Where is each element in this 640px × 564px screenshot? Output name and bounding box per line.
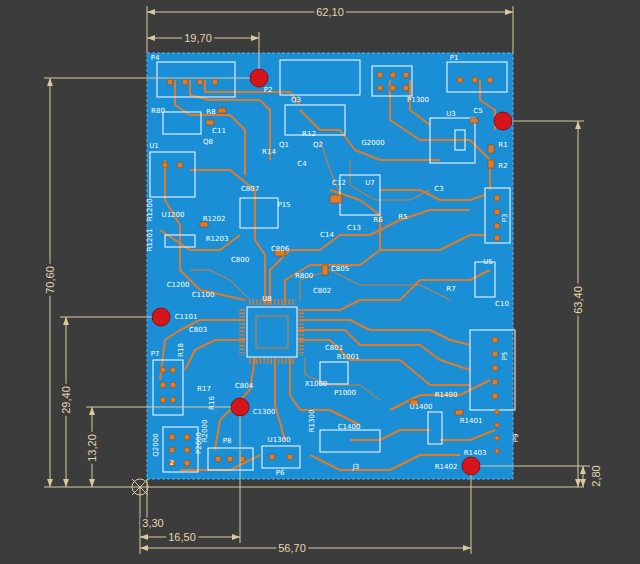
- component-designator: C807: [241, 186, 259, 193]
- component-designator: C800: [231, 257, 249, 264]
- qfp-chip: [242, 302, 301, 361]
- component-designator: P4: [151, 55, 160, 62]
- component-designator: R5: [398, 214, 407, 221]
- component-designator: U1: [149, 143, 159, 150]
- component-designator: P1: [450, 55, 459, 62]
- pcb-board: [147, 53, 513, 479]
- component-designator: R1203: [206, 236, 229, 243]
- component-designator: U1400: [410, 404, 433, 411]
- component-designator: C1101: [175, 314, 198, 321]
- component-designator: Q8: [203, 139, 213, 146]
- component-designator: R1001: [337, 354, 360, 361]
- component-designator: C1400: [338, 424, 361, 431]
- component-designator: U7: [365, 180, 375, 187]
- component-designator: P7: [151, 351, 160, 358]
- mounting-holes: [152, 69, 512, 475]
- component-designator: C1100: [192, 292, 215, 299]
- component-designator: C802: [313, 288, 331, 295]
- dimension-lines: [44, 6, 590, 554]
- component-designator: C804: [235, 383, 253, 390]
- component-designator: P5: [502, 352, 509, 361]
- component-designator: P1000: [334, 390, 356, 397]
- component-designator: R80: [151, 108, 165, 115]
- component-designator: U3: [446, 111, 456, 118]
- component-designator: C806: [271, 246, 289, 253]
- pads: [160, 72, 500, 466]
- component-designator: C11: [212, 128, 226, 135]
- component-designator: X1000: [305, 381, 328, 388]
- component-designator: Q3: [291, 97, 301, 104]
- dimension-value: 3,30: [140, 518, 165, 529]
- component-designator: R14: [262, 149, 276, 156]
- dimension-value: 29,40: [61, 384, 72, 416]
- component-designator: C10: [495, 301, 509, 308]
- component-designator: Q2000: [153, 433, 160, 456]
- dimension-value: 2,80: [591, 463, 602, 488]
- dimension-value: 70,60: [45, 264, 56, 296]
- component-designator: P2: [264, 87, 273, 94]
- component-designator: R1403: [464, 450, 487, 457]
- component-designator: P1300: [407, 97, 429, 104]
- component-designator: R16: [209, 396, 216, 410]
- component-designator: C803: [189, 327, 207, 334]
- component-designator: R1201: [147, 229, 154, 252]
- component-designator: Q2: [313, 142, 323, 149]
- component-designator: U5: [483, 259, 493, 266]
- component-designator: U8: [262, 296, 272, 303]
- dimension-value: 62,10: [314, 7, 346, 18]
- component-designator: C4: [297, 161, 306, 168]
- component-designator: P8: [223, 438, 232, 445]
- component-designator: R2: [498, 163, 507, 170]
- component-designator: P9: [513, 434, 520, 443]
- component-designator: R1200: [147, 199, 154, 222]
- component-designator: C12: [332, 180, 346, 187]
- component-designator: R800: [295, 273, 313, 280]
- component-designator: R12: [302, 131, 316, 138]
- component-designator: R1402: [435, 464, 458, 471]
- component-designator: P2000: [196, 432, 203, 454]
- component-designator: P6: [276, 470, 285, 477]
- component-designator: R1400: [435, 392, 458, 399]
- component-designator: C1300: [253, 409, 276, 416]
- component-designator: C805: [331, 266, 349, 273]
- component-designator: C13: [347, 225, 361, 232]
- thin-traces: [190, 140, 450, 400]
- component-designator: P15: [277, 202, 290, 209]
- component-designator: G2000: [361, 140, 384, 147]
- dimension-value: 56,70: [276, 543, 308, 554]
- component-designator: R18: [178, 343, 185, 357]
- component-designator: C5: [473, 108, 482, 115]
- component-designator: R7: [446, 286, 455, 293]
- component-designator: R6: [373, 217, 382, 224]
- component-designator: R1: [498, 142, 507, 149]
- component-designator: U1300: [268, 437, 291, 444]
- component-designator: J3: [353, 464, 360, 471]
- dimension-value: 16,50: [166, 532, 198, 543]
- dimension-value: 13,20: [87, 432, 98, 464]
- dimension-value: 19,70: [182, 33, 214, 44]
- component-designator: C801: [325, 345, 343, 352]
- component-designator: R2000: [202, 420, 209, 443]
- component-designator: R1401: [460, 418, 483, 425]
- component-designator: R8: [206, 109, 215, 116]
- dimension-value: 63,40: [573, 284, 584, 316]
- dimension-arrows: [47, 9, 586, 551]
- component-designator: C1200: [167, 282, 190, 289]
- component-designator: C14: [320, 232, 334, 239]
- component-designator: R17: [197, 386, 211, 393]
- copper-traces: [160, 80, 495, 470]
- component-designator: R1300: [309, 410, 316, 433]
- component-designator: Q1: [279, 142, 289, 149]
- component-designator: P3: [502, 214, 509, 223]
- component-designator: U1200: [162, 212, 185, 219]
- component-designator: C3: [434, 186, 443, 193]
- board-edge: [147, 53, 513, 479]
- component-designator: 2: [170, 460, 174, 467]
- component-designator: R1202: [203, 216, 226, 223]
- silkscreen-outlines: [150, 60, 515, 472]
